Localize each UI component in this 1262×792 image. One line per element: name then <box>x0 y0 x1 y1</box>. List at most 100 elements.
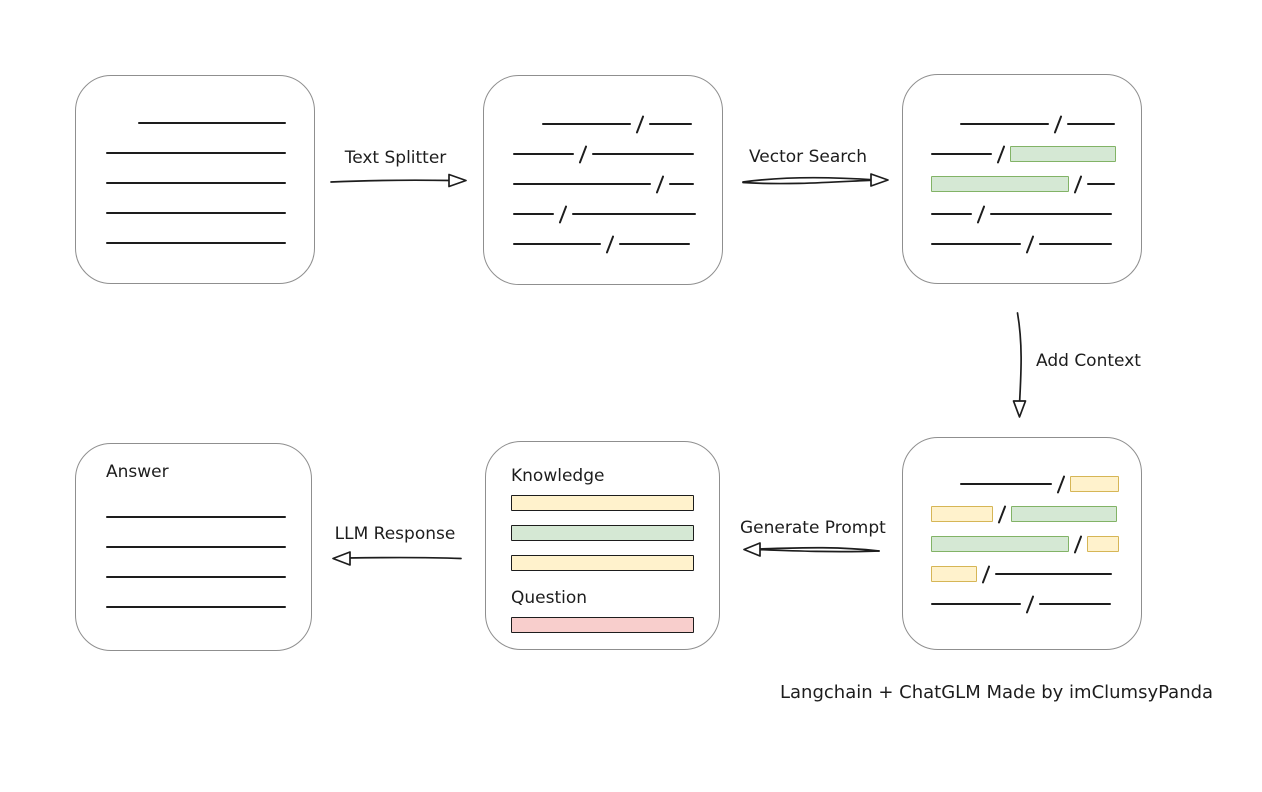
slash-separator <box>996 144 1006 164</box>
text-line <box>106 212 286 214</box>
answer-lines <box>106 502 286 622</box>
add-context-arrow <box>1012 312 1027 418</box>
green-prompt-bar <box>511 525 694 541</box>
yellow-chunk-bar <box>931 506 993 522</box>
text-line <box>138 122 286 124</box>
generate-prompt-arrow <box>743 542 880 557</box>
text-line <box>106 182 286 184</box>
yellow-chunk-bar <box>931 566 977 582</box>
chunk-row <box>931 469 1141 499</box>
chunk-row <box>513 169 722 199</box>
knowledge-bars <box>511 495 719 571</box>
text-line <box>513 183 651 185</box>
text-line <box>513 153 574 155</box>
slash-separator <box>981 564 991 584</box>
yellow-chunk-bar <box>1070 476 1119 492</box>
yellow-chunk-bar <box>1087 536 1119 552</box>
chunk-row <box>931 499 1141 529</box>
text-line <box>106 546 286 548</box>
text-line <box>995 573 1112 575</box>
text-line <box>960 123 1049 125</box>
slash-separator <box>655 174 665 194</box>
vector-search-label: Vector Search <box>749 147 867 167</box>
text-line-row <box>106 168 286 198</box>
text-line <box>542 123 631 125</box>
source-document-box <box>75 75 315 284</box>
answer-label: Answer <box>106 462 169 482</box>
knowledge-label: Knowledge <box>511 466 605 486</box>
text-line-row <box>106 198 286 228</box>
green-chunk-bar <box>1011 506 1117 522</box>
slash-separator <box>1025 594 1035 614</box>
chunk-row <box>931 109 1141 139</box>
text-line <box>1067 123 1115 125</box>
text-line <box>649 123 692 125</box>
chunk-row <box>931 589 1141 619</box>
text-line <box>669 183 694 185</box>
text-line <box>106 576 286 578</box>
green-chunk-bar <box>931 536 1069 552</box>
text-line-row <box>106 502 286 532</box>
vector-search-arrow <box>742 173 889 187</box>
chunk-row <box>513 139 722 169</box>
text-line <box>513 213 554 215</box>
context-chunks-box <box>902 437 1142 650</box>
text-line <box>1039 243 1112 245</box>
chunk-row <box>931 169 1141 199</box>
slash-separator <box>558 204 568 224</box>
slash-separator <box>578 144 588 164</box>
chunk-row <box>513 199 722 229</box>
llm-response-arrow <box>332 551 462 566</box>
chunk-row <box>931 199 1141 229</box>
chunk-row <box>931 139 1141 169</box>
slash-separator <box>635 114 645 134</box>
text-line <box>106 516 286 518</box>
text-line <box>572 213 696 215</box>
yellow-prompt-bar <box>511 495 694 511</box>
llm-response-label: LLM Response <box>334 524 456 544</box>
slash-separator <box>1056 474 1066 494</box>
red-prompt-bar <box>511 617 694 633</box>
text-line-row <box>106 228 286 258</box>
slash-separator <box>997 504 1007 524</box>
add-context-label: Add Context <box>1036 351 1141 371</box>
question-label: Question <box>511 588 588 608</box>
text-line <box>960 483 1052 485</box>
chunk-row <box>931 229 1141 259</box>
slash-separator <box>1073 534 1083 554</box>
slash-separator <box>976 204 986 224</box>
text-line <box>513 243 601 245</box>
text-line <box>931 153 992 155</box>
text-line <box>106 152 286 154</box>
question-bars <box>511 617 719 633</box>
generate-prompt-label: Generate Prompt <box>740 518 886 538</box>
split-chunks-box <box>483 75 723 285</box>
text-line <box>1087 183 1115 185</box>
text-line-row <box>106 592 286 622</box>
text-line-row <box>106 562 286 592</box>
chunk-row <box>931 529 1141 559</box>
text-line <box>931 603 1021 605</box>
chunk-row <box>931 559 1141 589</box>
yellow-prompt-bar <box>511 555 694 571</box>
text-line-row <box>106 138 286 168</box>
text-line <box>931 213 972 215</box>
chunk-row <box>513 229 722 259</box>
text-line-row <box>106 532 286 562</box>
text-line <box>106 242 286 244</box>
text-line <box>931 243 1021 245</box>
slash-separator <box>1025 234 1035 254</box>
text-line <box>592 153 694 155</box>
text-line <box>1039 603 1111 605</box>
slash-separator <box>605 234 615 254</box>
chunk-row <box>513 109 722 139</box>
text-splitter-label: Text Splitter <box>344 148 447 168</box>
credit-text: Langchain + ChatGLM Made by imClumsyPand… <box>780 682 1214 703</box>
answer-box: Answer <box>75 443 312 651</box>
green-chunk-bar <box>1010 146 1116 162</box>
vector-search-results-box <box>902 74 1142 284</box>
green-chunk-bar <box>931 176 1069 192</box>
text-line <box>619 243 690 245</box>
text-line <box>990 213 1112 215</box>
